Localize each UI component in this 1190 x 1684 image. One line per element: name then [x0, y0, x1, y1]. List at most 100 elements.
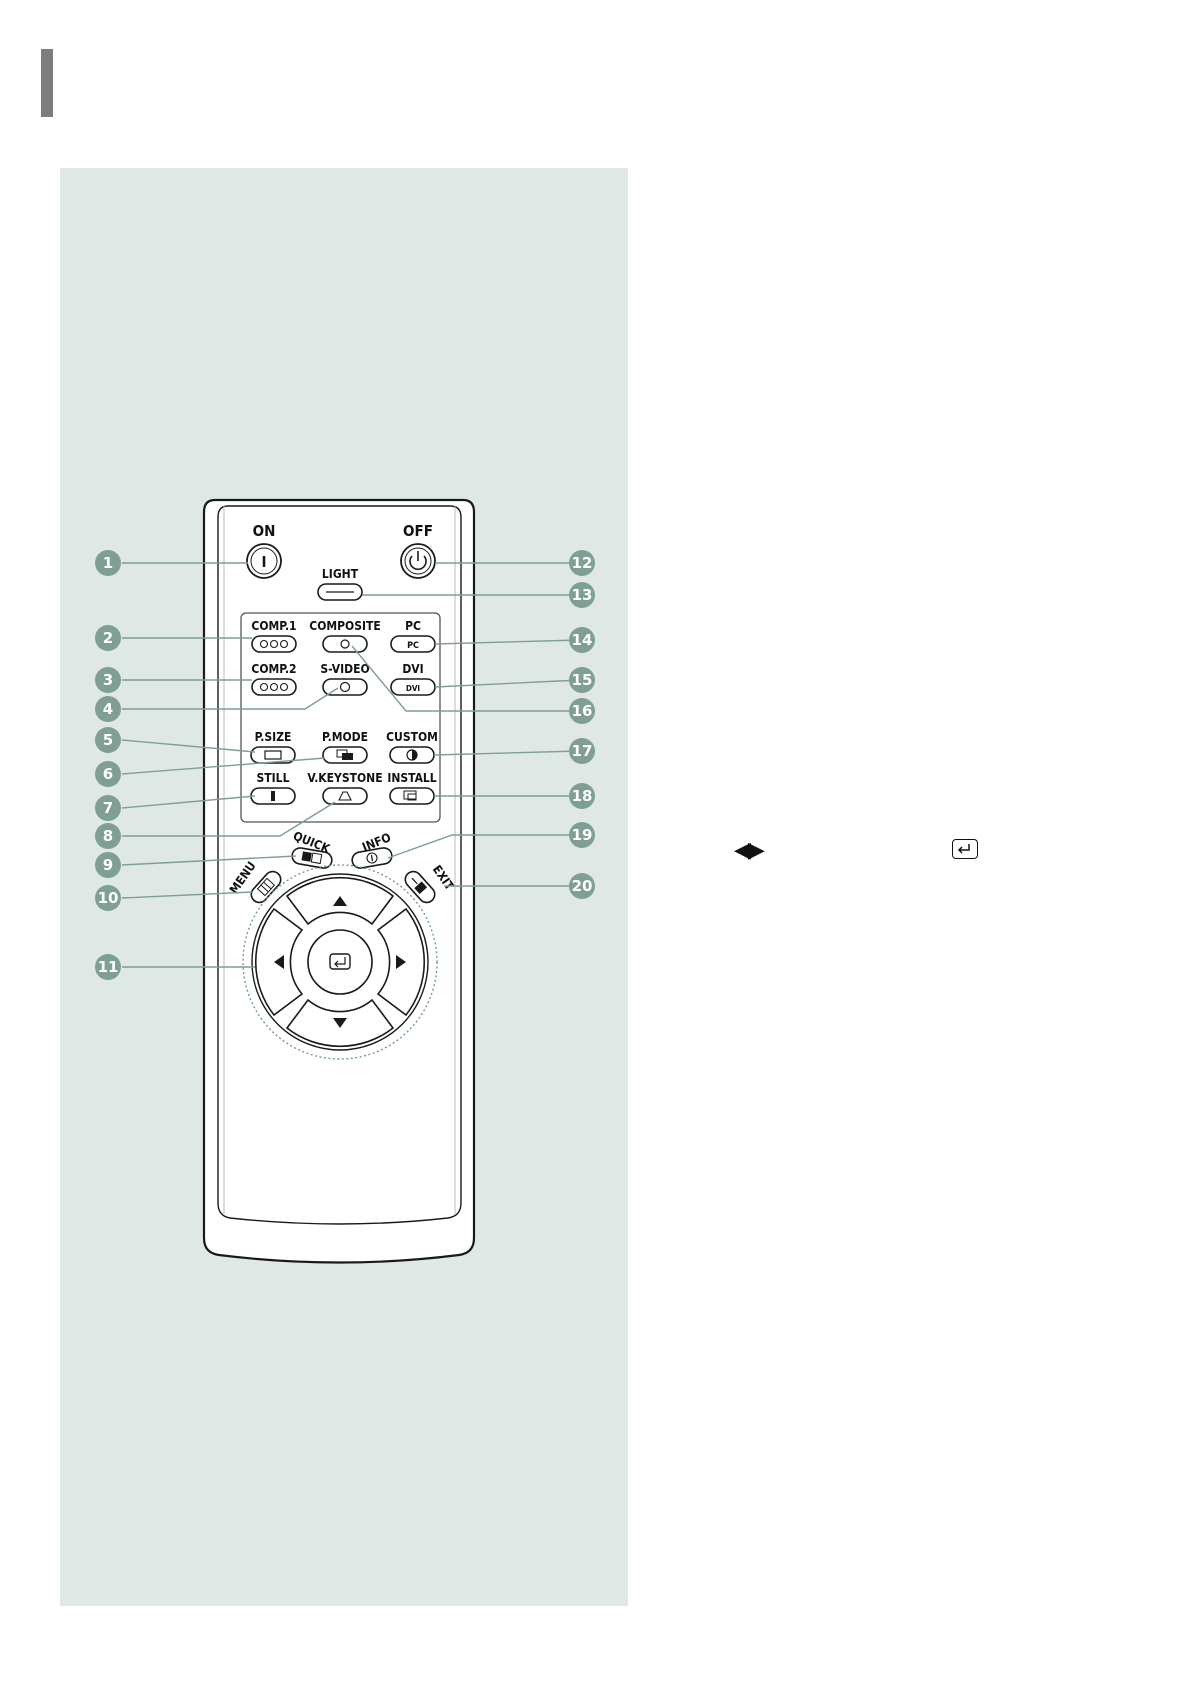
light-button[interactable] — [317, 583, 363, 601]
callout-3: 3 — [95, 667, 121, 693]
callout-markers: 1 2 3 4 5 6 7 8 9 10 11 12 13 14 15 16 1… — [95, 550, 595, 980]
power-icon — [409, 551, 427, 571]
off-label: OFF — [403, 522, 433, 540]
callout-14: 14 — [569, 627, 595, 653]
arrow-down-icon — [333, 1018, 347, 1028]
left-right-arrows-icon: ◀▶ — [734, 838, 765, 863]
composite-label: COMPOSITE — [309, 619, 380, 633]
on-button[interactable]: I — [246, 543, 282, 579]
still-icon — [271, 791, 275, 801]
callout-20: 20 — [569, 873, 595, 899]
custom-button[interactable] — [389, 746, 435, 764]
callout-17: 17 — [569, 738, 595, 764]
callout-9: 9 — [95, 852, 121, 878]
install-label: INSTALL — [387, 771, 436, 785]
callout-leaders — [121, 562, 581, 968]
contrast-icon — [406, 749, 418, 761]
vkeystone-button[interactable] — [322, 787, 368, 805]
navigation-note: ◀▶ — [734, 836, 984, 866]
svg-text:13: 13 — [572, 586, 593, 604]
callout-2: 2 — [95, 625, 121, 651]
exit-icon — [411, 877, 428, 895]
down-button[interactable] — [285, 998, 395, 1047]
svg-text:14: 14 — [572, 631, 593, 649]
comp1-button[interactable] — [251, 635, 297, 653]
component-icon — [259, 682, 289, 692]
svg-text:6: 6 — [103, 765, 113, 783]
pc-label: PC — [405, 619, 421, 633]
svg-text:20: 20 — [572, 877, 593, 895]
callout-6: 6 — [95, 761, 121, 787]
vkeystone-label: V.KEYSTONE — [307, 771, 382, 785]
up-button[interactable] — [285, 877, 395, 926]
install-button[interactable] — [389, 787, 435, 805]
comp2-label: COMP.2 — [251, 662, 296, 676]
callout-16: 16 — [569, 698, 595, 724]
svg-text:18: 18 — [572, 787, 593, 805]
svideo-label: S-VIDEO — [320, 662, 369, 676]
svg-text:10: 10 — [98, 889, 119, 907]
svg-text:1: 1 — [103, 554, 113, 572]
svg-text:2: 2 — [103, 629, 113, 647]
callout-1: 1 — [95, 550, 121, 576]
component-icon — [259, 639, 289, 649]
right-button[interactable] — [376, 907, 425, 1017]
exit-button[interactable] — [402, 868, 438, 905]
svideo-icon — [339, 681, 351, 693]
custom-label: CUSTOM — [386, 730, 438, 744]
callout-15: 15 — [569, 667, 595, 693]
dvi-button[interactable]: DVI — [390, 678, 436, 696]
enter-button[interactable] — [307, 929, 373, 995]
picture-mode-icon — [336, 749, 353, 760]
quick-button[interactable] — [291, 847, 333, 870]
pc-button-glyph: PC — [407, 641, 419, 651]
arrow-up-icon — [333, 896, 347, 906]
comp2-button[interactable] — [251, 678, 297, 696]
psize-button[interactable] — [250, 746, 296, 764]
composite-button[interactable] — [322, 635, 368, 653]
light-label: LIGHT — [322, 567, 359, 581]
callout-4: 4 — [95, 696, 121, 722]
callout-7: 7 — [95, 795, 121, 821]
menu-button[interactable] — [248, 868, 284, 905]
svg-text:19: 19 — [572, 826, 593, 844]
dvi-button-glyph: DVI — [406, 684, 421, 693]
svg-text:5: 5 — [103, 731, 113, 749]
comp1-label: COMP.1 — [251, 619, 296, 633]
composite-icon — [340, 639, 350, 649]
still-button[interactable] — [250, 787, 296, 805]
callout-18: 18 — [569, 783, 595, 809]
info-button[interactable] — [351, 847, 393, 870]
svg-text:4: 4 — [103, 700, 113, 718]
info-icon — [366, 852, 378, 864]
dvi-label: DVI — [402, 662, 423, 676]
callout-10: 10 — [95, 885, 121, 911]
still-label: STILL — [257, 771, 290, 785]
on-label: ON — [253, 522, 276, 540]
callout-5: 5 — [95, 727, 121, 753]
svg-text:16: 16 — [572, 702, 593, 720]
picture-size-icon — [264, 750, 282, 760]
svg-text:15: 15 — [572, 671, 593, 689]
enter-icon — [952, 839, 978, 859]
svg-text:17: 17 — [572, 742, 593, 760]
callout-12: 12 — [569, 550, 595, 576]
off-button[interactable] — [400, 543, 436, 579]
pmode-button[interactable] — [322, 746, 368, 764]
svg-text:3: 3 — [103, 671, 113, 689]
pmode-label: P.MODE — [322, 730, 368, 744]
callout-11: 11 — [95, 954, 121, 980]
svg-text:8: 8 — [103, 827, 113, 845]
left-button[interactable] — [255, 907, 304, 1017]
psize-label: P.SIZE — [255, 730, 292, 744]
section-header-bar — [41, 49, 53, 117]
svg-text:9: 9 — [103, 856, 113, 874]
on-button-glyph: I — [261, 553, 266, 571]
enter-icon — [329, 953, 351, 970]
quick-icon — [301, 851, 323, 865]
install-icon — [403, 790, 417, 801]
svg-text:7: 7 — [103, 799, 113, 817]
pc-button[interactable]: PC — [390, 635, 436, 653]
svg-text:11: 11 — [98, 958, 119, 976]
arrow-right-icon — [396, 955, 406, 969]
